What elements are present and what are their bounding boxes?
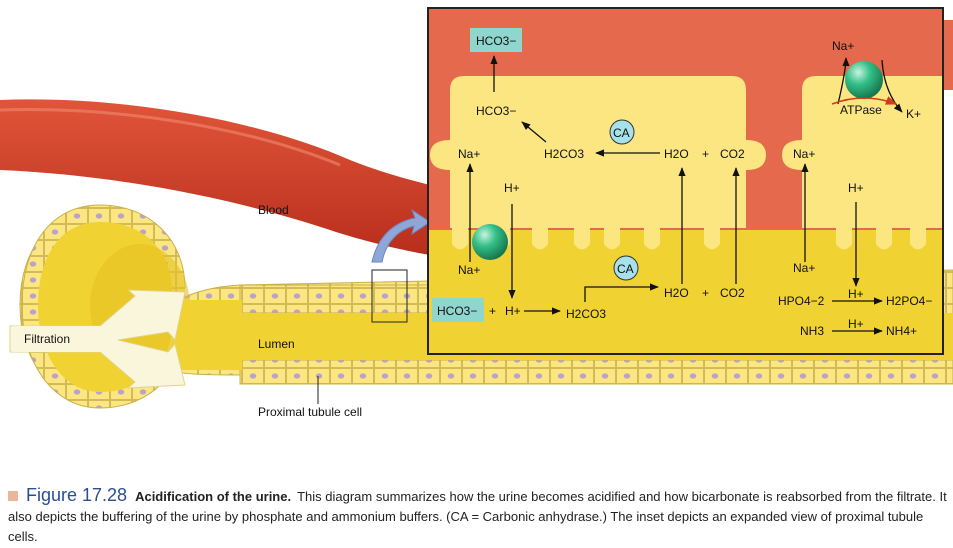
caption-title: Acidification of the urine. [135, 489, 292, 504]
h2po4-label: H2PO4− [886, 294, 932, 308]
urine-acidification-diagram: Blood Lumen Proximal tubule cell Filtrat… [0, 7, 953, 419]
h-right-cell-label: H+ [848, 181, 864, 195]
nh3-label: NH3 [800, 324, 824, 338]
caption-marker [8, 491, 18, 501]
h-nh3-label: H+ [848, 317, 864, 331]
co2-bottom-label: CO2 [720, 286, 745, 300]
ca-bottom-circle [613, 255, 639, 281]
na-h-antiporter [472, 224, 508, 260]
na-left-top-label: Na+ [458, 147, 480, 161]
h2co3-lumen-label: H2CO3 [566, 307, 606, 321]
na-k-atpase-pump [845, 61, 883, 99]
hco3-lumen-label: HCO3− [437, 304, 477, 318]
na-right-top-label: Na+ [793, 147, 815, 161]
hpo4-label: HPO4−2 [778, 294, 825, 308]
k-right-label: K+ [906, 107, 921, 121]
hco3-blood-box [470, 28, 522, 52]
ca-bottom-label: CA [617, 262, 634, 276]
filtration-label: Filtration [24, 332, 70, 346]
na-left-bottom-label: Na+ [458, 263, 480, 277]
blood-vessel [0, 99, 430, 256]
caption-text: This diagram summarizes how the urine be… [8, 489, 947, 544]
na-right-bottom-label: Na+ [793, 261, 815, 275]
h2o-top-label: H2O [664, 147, 689, 161]
ca-top-label: CA [613, 126, 630, 140]
proximal-tubule-cell-label: Proximal tubule cell [258, 405, 362, 419]
lumen-label: Lumen [258, 337, 295, 351]
co2-top-label: CO2 [720, 147, 745, 161]
h-cell-label: H+ [504, 181, 520, 195]
na-right-blood-label: Na+ [832, 39, 854, 53]
blood-label: Blood [258, 203, 289, 217]
plus-top-label: + [702, 147, 709, 161]
ca-top-circle [609, 119, 635, 145]
h-lumen-label: H+ [505, 304, 521, 318]
atpase-label: ATPase [840, 103, 882, 117]
inset-right-cell [782, 76, 943, 250]
h-hpo4-label: H+ [848, 287, 864, 301]
nh4-label: NH4+ [886, 324, 917, 338]
inset-indicator-box [371, 269, 408, 323]
figure-caption: Figure 17.28 Acidification of the urine.T… [8, 485, 948, 547]
plus-lumen-label: + [489, 304, 496, 318]
plus-bottom-label: + [702, 286, 709, 300]
inset-left-cell [430, 76, 766, 250]
h2co3-cell-label: H2CO3 [544, 147, 584, 161]
hco3-lumen-box [432, 298, 484, 322]
figure-number: Figure 17.28 [26, 485, 128, 505]
filtration-label-box [12, 326, 100, 352]
hco3-cell-label: HCO3− [476, 104, 516, 118]
h2o-bottom-label: H2O [664, 286, 689, 300]
hco3-blood-label: HCO3− [476, 34, 516, 48]
